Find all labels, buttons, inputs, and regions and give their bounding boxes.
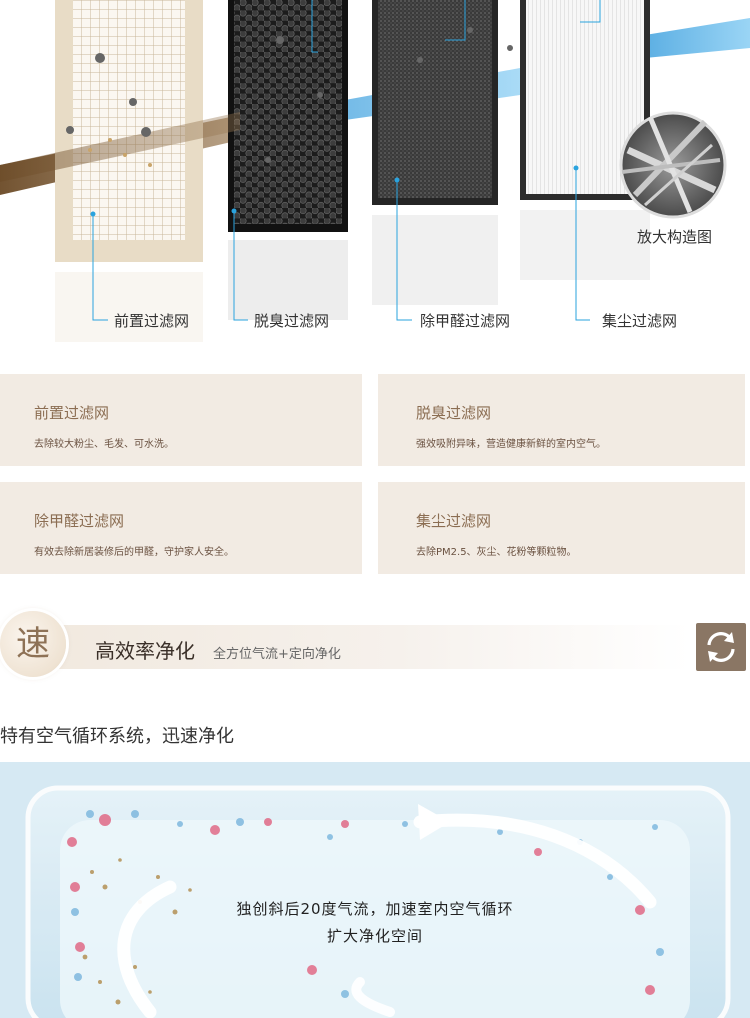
- airflow-graphic: [25, 785, 731, 1018]
- card-desc: 有效去除新居装修后的甲醛，守护家人安全。: [34, 547, 234, 558]
- speed-badge: 速: [0, 611, 66, 677]
- zoom-structure-label: 放大构造图: [637, 228, 713, 246]
- filter-layers-illustration: 放大构造图 前置过滤网 脱臭过滤网 除甲醛过滤网 集尘过滤网: [0, 0, 750, 360]
- label-deodorizing-filter: 脱臭过滤网: [254, 312, 330, 330]
- card-dust-filter: 集尘过滤网 去除PM2.5、灰尘、花粉等颗粒物。: [378, 482, 745, 574]
- card-deodorizing-filter: 脱臭过滤网 强效吸附异味，营造健康新鲜的室内空气。: [378, 374, 745, 466]
- card-desc: 去除PM2.5、灰尘、花粉等颗粒物。: [416, 547, 577, 558]
- zoom-structure-circle: [619, 111, 727, 219]
- feature-title: 高效率净化: [95, 639, 195, 663]
- card-title: 脱臭过滤网: [416, 404, 492, 422]
- filter-layers-graphic: [0, 0, 750, 342]
- section-heading: 特有空气循环系统，迅速净化: [0, 726, 234, 747]
- airflow-illustration: 独创斜后20度气流，加速室内空气循环 扩大净化空间: [0, 762, 750, 1018]
- feature-bar: 速 高效率净化 全方位气流+定向净化: [0, 605, 750, 687]
- deodorizing-filter-panel: [228, 0, 348, 320]
- feature-subtitle: 全方位气流+定向净化: [213, 647, 341, 662]
- airflow-caption-line1: 独创斜后20度气流，加速室内空气循环: [236, 900, 514, 918]
- card-pre-filter: 前置过滤网 去除较大粉尘、毛发、可水洗。: [0, 374, 362, 466]
- card-desc: 强效吸附异味，营造健康新鲜的室内空气。: [416, 439, 606, 450]
- label-pre-filter: 前置过滤网: [114, 312, 190, 330]
- card-desc: 去除较大粉尘、毛发、可水洗。: [34, 439, 174, 450]
- pre-filter-panel: [55, 0, 203, 342]
- refresh-cycle-icon: [696, 623, 746, 671]
- card-title: 集尘过滤网: [416, 512, 492, 530]
- card-title: 前置过滤网: [34, 404, 110, 422]
- speed-badge-char: 速: [16, 624, 50, 664]
- label-dust-filter: 集尘过滤网: [602, 312, 678, 330]
- label-formaldehyde-filter: 除甲醛过滤网: [420, 312, 511, 330]
- feature-strip: [40, 625, 690, 669]
- card-title: 除甲醛过滤网: [34, 512, 125, 530]
- airflow-caption-line2: 扩大净化空间: [326, 927, 423, 945]
- formaldehyde-filter-panel: [372, 0, 498, 305]
- card-formaldehyde-filter: 除甲醛过滤网 有效去除新居装修后的甲醛，守护家人安全。: [0, 482, 362, 574]
